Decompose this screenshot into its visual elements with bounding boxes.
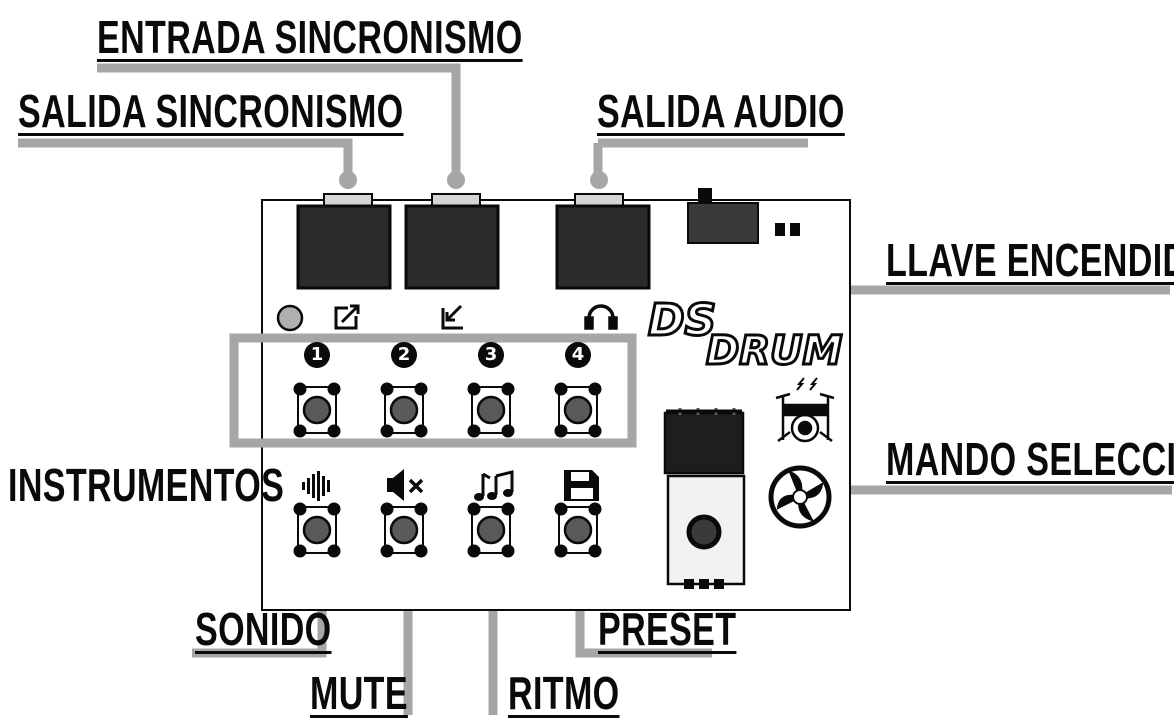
- speaker-mute-icon: [387, 469, 424, 501]
- badge-digit-4: 4: [571, 344, 585, 365]
- waveform-icon: [302, 471, 330, 501]
- encoder-legs: [684, 579, 724, 589]
- instrument-button-3[interactable]: [467, 382, 515, 438]
- badge-digit-1: 1: [310, 344, 324, 365]
- sound-button[interactable]: [293, 502, 341, 558]
- label-mute: MUTE: [310, 667, 408, 719]
- label-mando-seleccion: MANDO SELECCIÓN: [886, 433, 1174, 485]
- power-switch: [687, 188, 800, 244]
- badge-digit-3: 3: [484, 344, 498, 365]
- ds-drum-logo: DS DRUM: [647, 294, 844, 376]
- instrument-button-2[interactable]: [380, 382, 428, 438]
- jack-salida-audio: [555, 193, 651, 290]
- logo-drum: DRUM: [706, 328, 842, 374]
- instrument-group-frame: [229, 333, 637, 448]
- headphones-icon: [584, 304, 618, 330]
- instrument-button-1[interactable]: [293, 382, 341, 438]
- floppy-disk-icon: [564, 470, 599, 501]
- tactile-buttons: [293, 382, 602, 558]
- status-led: [276, 304, 304, 332]
- label-ritmo: RITMO: [508, 667, 620, 719]
- label-sonido: SONIDO: [195, 603, 332, 655]
- music-note-icon: [474, 470, 514, 501]
- external-link-icon: [334, 304, 360, 330]
- label-salida-audio: SALIDA AUDIO: [597, 85, 845, 137]
- selection-encoder: [663, 408, 746, 589]
- preset-button[interactable]: [554, 502, 602, 558]
- label-llave-encendido: LLAVE ENCENDIDO: [886, 234, 1174, 286]
- button-number-badges: [304, 342, 591, 368]
- logo-ds: DS: [648, 295, 716, 346]
- mute-button[interactable]: [380, 502, 428, 558]
- jack-salida-sincronismo: [296, 193, 392, 290]
- jack-entrada-sincronismo: [404, 193, 500, 290]
- label-entrada-sincronismo: ENTRADA SINCRONISMO: [97, 11, 523, 63]
- instrument-button-4[interactable]: [554, 382, 602, 438]
- leader-salida-audio: [593, 138, 808, 178]
- label-salida-sincronismo: SALIDA SINCRONISMO: [18, 85, 404, 137]
- leader-entrada-sincronismo: [97, 63, 461, 178]
- drum-kit-icon: [775, 377, 835, 443]
- label-instrumentos: INSTRUMENTOS: [8, 459, 285, 511]
- arrow-in-icon: [441, 304, 463, 330]
- rhythm-button[interactable]: [467, 502, 515, 558]
- badge-digit-2: 2: [397, 344, 411, 365]
- label-preset: PRESET: [598, 603, 737, 655]
- leader-salida-sincronismo: [18, 138, 353, 178]
- spiral-logo-icon: [768, 465, 832, 529]
